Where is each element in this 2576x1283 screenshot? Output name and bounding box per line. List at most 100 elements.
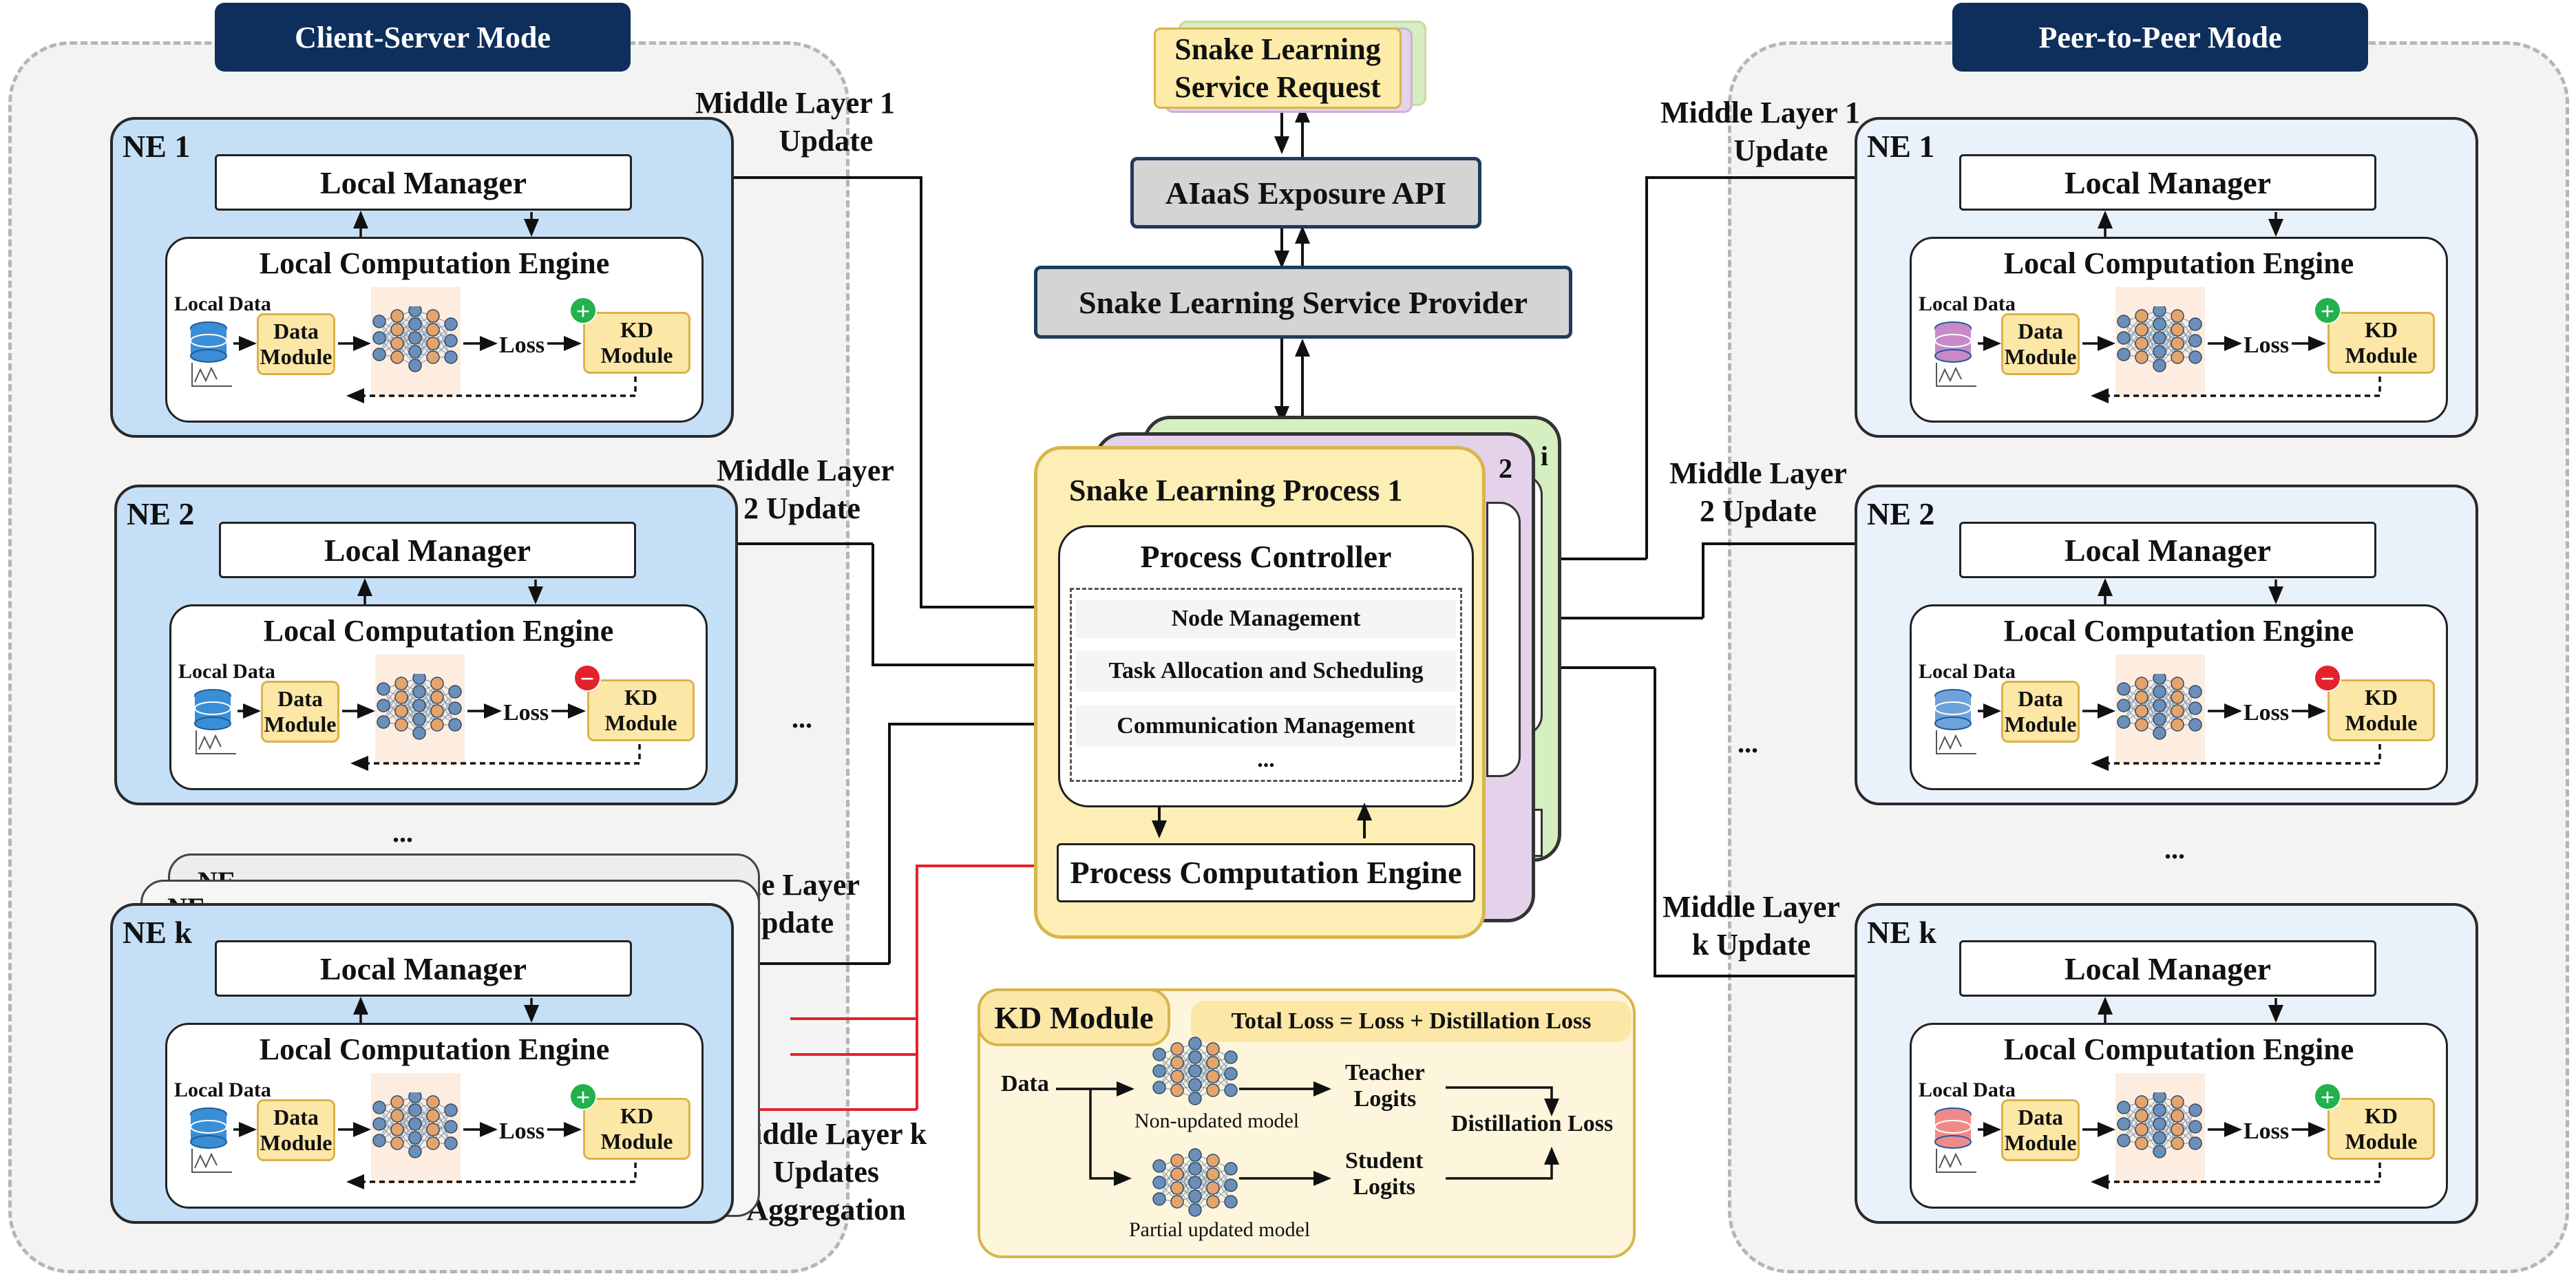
p2p-ne-2-local-manager: Local Manager bbox=[1959, 940, 2376, 997]
p2p-ne-2-db-icon bbox=[1934, 1107, 1976, 1173]
cs-ne-2-dm-1: Data bbox=[273, 1105, 319, 1130]
cs-ne-1-db-icon bbox=[194, 689, 236, 754]
plus-icon: + bbox=[569, 1083, 597, 1110]
kd-nn-student bbox=[1152, 1148, 1238, 1217]
process-1-card: Snake Learning Process 1 Process Control… bbox=[1034, 446, 1486, 939]
process-controller: Process Controller Node Management Task … bbox=[1058, 525, 1474, 807]
cs-ne-0-kd-2: Module bbox=[600, 343, 673, 368]
cs-ne-0-kd-1: KD bbox=[620, 317, 653, 343]
p2p-ne-k: NE k Local Manager Local Computation Eng… bbox=[1855, 903, 2478, 1224]
cs-ne-k: NE k Local Manager Local Computation Eng… bbox=[110, 903, 734, 1224]
p2p-ne-0-lce-title: Local Computation Engine bbox=[2003, 246, 2354, 280]
controller-item-task-allocation: Task Allocation and Scheduling bbox=[1076, 650, 1456, 692]
cs-ne-0-label: NE 1 bbox=[123, 129, 191, 164]
p2p-ne-0-local-data: Local Data bbox=[1919, 293, 2016, 315]
p2p-ne-0-flow-arrows bbox=[1978, 336, 2381, 403]
plus-icon: + bbox=[2314, 297, 2341, 324]
p2p-ne-1-label: NE 2 bbox=[1867, 496, 1935, 531]
p2p-ne-0-nn-icon bbox=[2117, 306, 2202, 372]
cs-ne-0-lce-title: Local Computation Engine bbox=[259, 246, 610, 280]
cs-ne-0-local-manager: Local Manager bbox=[215, 154, 632, 211]
cs-ellipsis-side: ... bbox=[792, 703, 812, 734]
cs-ne-0-manager-arrows bbox=[353, 211, 539, 237]
p2p-ne-1-db-icon bbox=[1934, 689, 1976, 754]
controller-item-node-management: Node Management bbox=[1076, 600, 1456, 638]
p2p-ne-1-manager-arrows bbox=[2098, 578, 2283, 604]
service-provider: Snake Learning Service Provider bbox=[1034, 266, 1572, 339]
p2p-ne-2: NE 2 Local Manager Local Computation Eng… bbox=[1855, 485, 2478, 805]
cs-ne-1-loss: Loss bbox=[503, 700, 549, 725]
cs-ne-2-label: NE k bbox=[123, 915, 192, 950]
cs-ne-2-kd-1: KD bbox=[620, 1103, 653, 1129]
p2p-ml1-line2: Update bbox=[1733, 134, 1828, 167]
client-server-title: Client-Server Mode bbox=[215, 3, 631, 72]
p2p-ne-0-lce: Local Computation Engine Local Data Data… bbox=[1910, 237, 2448, 423]
kd-detail-graphics bbox=[1056, 1037, 1559, 1217]
minus-icon: − bbox=[2314, 664, 2341, 692]
cs-agg-line2: Updates bbox=[772, 1155, 880, 1189]
cs-ml1-line2: Update bbox=[779, 124, 874, 158]
p2p-ml2-line1: Middle Layer bbox=[1669, 456, 1847, 490]
cs-ne-0-flow-arrows bbox=[233, 336, 637, 403]
kd-nonupdated-label: Non-updated model bbox=[1134, 1110, 1300, 1132]
cs-ne-0-dm-2: Module bbox=[260, 344, 332, 369]
p2p-ne-2-flow-arrows bbox=[1978, 1122, 2381, 1189]
p2p-ne-0-dm-2: Module bbox=[2004, 344, 2077, 369]
p2p-ne-0-loss: Loss bbox=[2244, 332, 2290, 358]
p2p-ne-1-dm-1: Data bbox=[2018, 686, 2063, 712]
kd-detail-panel: KD Module Total Loss = Loss + Distillati… bbox=[978, 988, 1636, 1258]
cs-ne-2-dm-2: Module bbox=[260, 1130, 332, 1155]
p2p-ne-0-db-icon bbox=[1934, 321, 1976, 387]
cs-ml2-line1: Middle Layer bbox=[717, 454, 894, 487]
plus-icon: + bbox=[569, 297, 597, 324]
kd-data-label: Data bbox=[1001, 1071, 1049, 1096]
cs-agg-line3: Aggregation bbox=[746, 1193, 906, 1227]
p2p-ml2-label: Middle Layer 2 Update bbox=[1648, 454, 1868, 530]
process-2-inner bbox=[1486, 502, 1521, 777]
p2p-ne-1-local-data: Local Data bbox=[1919, 660, 2016, 683]
p2p-ne-1-local-manager: Local Manager bbox=[1959, 522, 2376, 578]
p2p-ellipsis-vertical: ... bbox=[2164, 834, 2185, 865]
cs-ne-2-lce: Local Computation Engine Local Data Data… bbox=[165, 1023, 704, 1209]
p2p-ne-0-kd-2: Module bbox=[2345, 343, 2418, 368]
p2p-ne-2-kd-1: KD bbox=[2364, 1103, 2398, 1129]
request-line1: Snake Learning bbox=[1174, 32, 1381, 66]
minus-icon: − bbox=[573, 664, 601, 692]
process-2-label: 2 bbox=[1499, 453, 1512, 484]
cs-ne-0-db-icon bbox=[190, 321, 232, 387]
p2p-ne-1-kd-1: KD bbox=[2364, 685, 2398, 710]
cs-ne-1-lce-title: Local Computation Engine bbox=[263, 614, 614, 648]
p2p-ne-0-manager-arrows bbox=[2098, 211, 2283, 237]
cs-ne-0-loss: Loss bbox=[499, 332, 545, 358]
cs-ne-1-local-manager: Local Manager bbox=[219, 522, 636, 578]
cs-ne-1-dm-1: Data bbox=[277, 686, 323, 712]
process-1-title: Snake Learning Process 1 bbox=[1069, 474, 1403, 507]
cs-ne-1-lce: Local Computation Engine Local Data Data… bbox=[169, 604, 708, 790]
p2p-ml2-line2: 2 Update bbox=[1700, 494, 1817, 528]
p2p-ne-1-dm-2: Module bbox=[2004, 712, 2077, 736]
cs-ne-1-nn-icon bbox=[377, 674, 462, 740]
p2p-ne-2-dm-1: Data bbox=[2018, 1105, 2063, 1130]
p2p-ne-2-lce: Local Computation Engine Local Data Data… bbox=[1910, 1023, 2448, 1209]
p2p-ne-0-label: NE 1 bbox=[1867, 129, 1935, 164]
cs-ne-2-nn-icon bbox=[372, 1092, 458, 1158]
plus-icon: + bbox=[2314, 1083, 2341, 1110]
